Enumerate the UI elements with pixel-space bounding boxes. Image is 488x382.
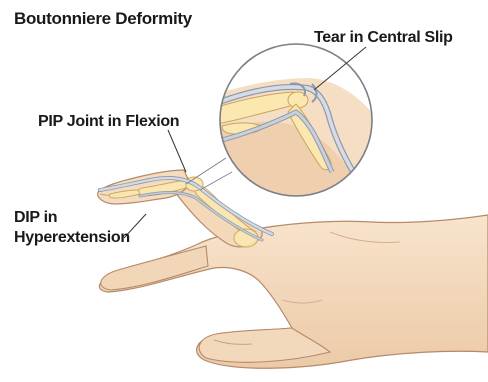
label-pip-joint: PIP Joint in Flexion xyxy=(38,113,179,131)
diagram-title: Boutonniere Deformity xyxy=(14,9,192,29)
label-hyperextension: Hyperextension xyxy=(14,229,130,247)
label-tear-central-slip: Tear in Central Slip xyxy=(314,29,453,47)
label-dip: DIP in xyxy=(14,209,57,227)
magnified-inset xyxy=(210,44,378,210)
